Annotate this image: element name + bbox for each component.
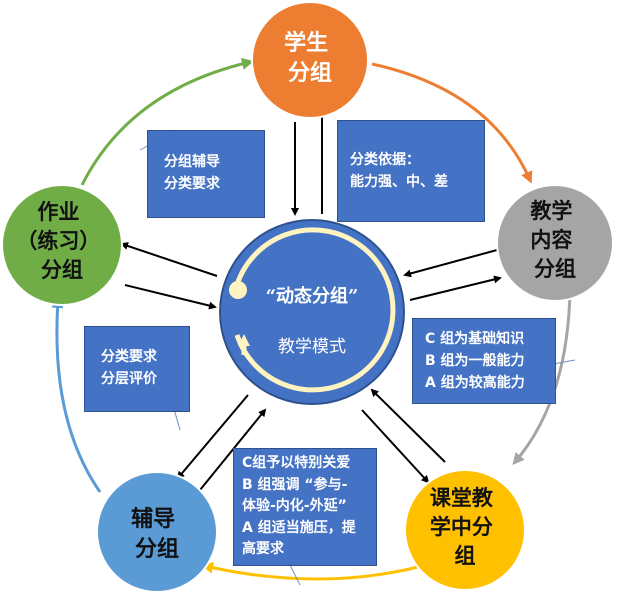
- box-line: 能力强、中、差: [350, 174, 448, 190]
- box-line: B 组为一般能力: [425, 353, 525, 369]
- node-homework-circle: [1, 184, 123, 306]
- node-tutor-circle: [96, 471, 218, 593]
- center-circle: [219, 219, 405, 405]
- box-group-levels: C 组为基础知识 B 组为一般能力 A 组为较高能力: [412, 318, 556, 404]
- node-content-label: 教学 内容 分组: [530, 199, 579, 281]
- cycle-arrow-student-to-content: [371, 62, 533, 184]
- box-line: A 组适当施压，提: [242, 519, 356, 536]
- node-student-label: 学生 分组: [284, 30, 336, 86]
- arrow-content-to-center: [403, 249, 498, 278]
- box-line: 高要求: [242, 541, 284, 557]
- box-line: 体验-内化-外延”: [242, 498, 347, 514]
- center-subtitle: 教学模式: [278, 337, 346, 357]
- box-line: 分类依据：: [350, 152, 420, 168]
- box-classify-basis: 分类依据： 能力强、中、差: [337, 120, 485, 222]
- cycle-arrow-homework-to-student: [80, 57, 254, 186]
- box-line: C组予以特别关爱: [242, 455, 351, 471]
- arrow-center-to-classroom: [361, 409, 430, 484]
- box-line: 分类要求: [164, 176, 220, 192]
- center-swirl-dot: [229, 281, 247, 299]
- arrow-center-to-homework: [120, 242, 218, 277]
- node-student-circle: [251, 1, 369, 119]
- box-line: A 组为较高能力: [425, 375, 525, 391]
- node-content-circle: [496, 184, 614, 302]
- box-line: C 组为基础知识: [425, 331, 525, 347]
- cycle-arrow-classroom-to-tutor: [201, 561, 423, 581]
- box-eval: 分类要求 分层评价: [84, 326, 190, 412]
- box-line: 分组辅导: [164, 154, 220, 170]
- box-line: 分类要求: [101, 349, 157, 365]
- box-attention: C组予以特别关爱 B 组强调 “参与- 体验-内化-外延” A 组适当施压，提 …: [233, 448, 377, 566]
- cycle-arrow-tutor-to-homework: [51, 296, 102, 493]
- node-classroom-label: 课堂教 学中分 组: [430, 486, 500, 568]
- center-title: “动态分组”: [265, 286, 359, 307]
- node-classroom-circle: [404, 469, 526, 591]
- arrow-tutor-to-center: [199, 408, 267, 491]
- arrow-homework-to-center: [124, 284, 217, 310]
- node-tutor-label: 辅导 分组: [131, 506, 183, 562]
- arrow-center-to-tutor: [176, 394, 249, 480]
- connector-line: [289, 564, 301, 586]
- node-homework-label: 作业 （练习） 分组: [16, 200, 107, 282]
- arrow-center-to-content: [409, 275, 502, 301]
- arrow-classroom-to-center: [370, 388, 446, 463]
- box-line: B 组强调 “参与-: [242, 476, 348, 493]
- center-swirl: [233, 227, 396, 393]
- box-tutor-classify: 分组辅导 分类要求: [147, 130, 265, 218]
- box-line: 分层评价: [101, 371, 157, 387]
